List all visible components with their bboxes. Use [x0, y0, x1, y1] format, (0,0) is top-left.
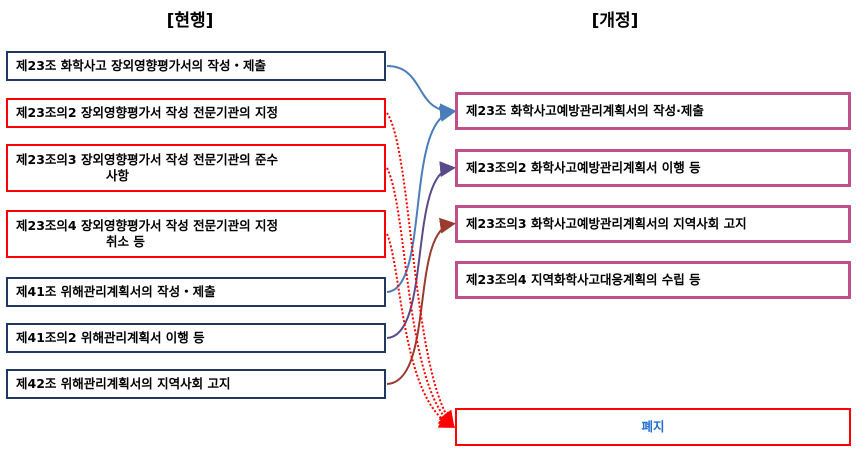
arrow-art23-3-to-abolished	[386, 167, 456, 428]
current-art23-2-label: 제23조의2 장외영향평가서 작성 전문기관의 지정	[16, 105, 279, 120]
arrow-art23-to-revised-art23	[386, 65, 456, 120]
arrow-art23-2-to-abolished	[386, 112, 455, 428]
current-art42-label: 제42조 위해관리계획서의 지역사회 고지	[16, 376, 231, 391]
abolished-box: 폐지	[455, 408, 851, 446]
current-heading: [현행]	[166, 11, 214, 31]
arrow-art23-4-to-abolished	[386, 233, 456, 428]
revised-art23-label: 제23조 화학사고예방관리계획서의 작성·제출	[466, 103, 704, 118]
current-art41-box: 제41조 위해관리계획서의 작성・제출	[6, 277, 386, 307]
current-art23-3-box: 제23조의3 장외영향평가서 작성 전문기관의 준수 사항	[6, 144, 386, 192]
current-art41-2-box: 제41조의2 위해관리계획서 이행 등	[6, 323, 386, 353]
current-art23-label: 제23조 화학사고 장외영향평가서의 작성・제출	[16, 58, 266, 73]
arrow-art41-2-to-revised-art23-2	[386, 161, 456, 339]
current-art23-3-line1: 제23조의3 장외영향평가서 작성 전문기관의 준수	[16, 152, 279, 167]
revised-art23-box: 제23조 화학사고예방관리계획서의 작성·제출	[455, 92, 851, 130]
current-art23-box: 제23조 화학사고 장외영향평가서의 작성・제출	[6, 51, 386, 81]
current-art23-4-line2: 취소 등	[106, 234, 145, 249]
revised-art23-2-label: 제23조의2 화학사고예방관리계획서 이행 등	[466, 160, 701, 175]
arrow-art42-to-revised-art23-3	[386, 217, 456, 385]
revised-art23-2-box: 제23조의2 화학사고예방관리계획서 이행 등	[455, 149, 851, 187]
arrow-art41-to-revised-art23	[386, 106, 456, 293]
abolished-label: 폐지	[641, 419, 665, 434]
revised-art23-4-label: 제23조의4 지역화학사고대응계획의 수립 등	[466, 272, 701, 287]
current-art42-box: 제42조 위해관리계획서의 지역사회 고지	[6, 369, 386, 399]
current-art23-2-box: 제23조의2 장외영향평가서 작성 전문기관의 지정	[6, 98, 386, 128]
current-art23-3-line2: 사항	[106, 168, 130, 183]
current-art41-2-label: 제41조의2 위해관리계획서 이행 등	[16, 330, 205, 345]
current-art41-label: 제41조 위해관리계획서의 작성・제출	[16, 284, 216, 299]
current-art23-4-box: 제23조의4 장외영향평가서 작성 전문기관의 지정 취소 등	[6, 210, 386, 258]
revised-art23-4-box: 제23조의4 지역화학사고대응계획의 수립 등	[455, 261, 851, 299]
revised-art23-3-box: 제23조의3 화학사고예방관리계획서의 지역사회 고지	[455, 205, 851, 243]
revised-art23-3-label: 제23조의3 화학사고예방관리계획서의 지역사회 고지	[466, 216, 747, 231]
current-art23-4-line1: 제23조의4 장외영향평가서 작성 전문기관의 지정	[16, 218, 279, 233]
revised-heading: [개정]	[591, 11, 639, 31]
